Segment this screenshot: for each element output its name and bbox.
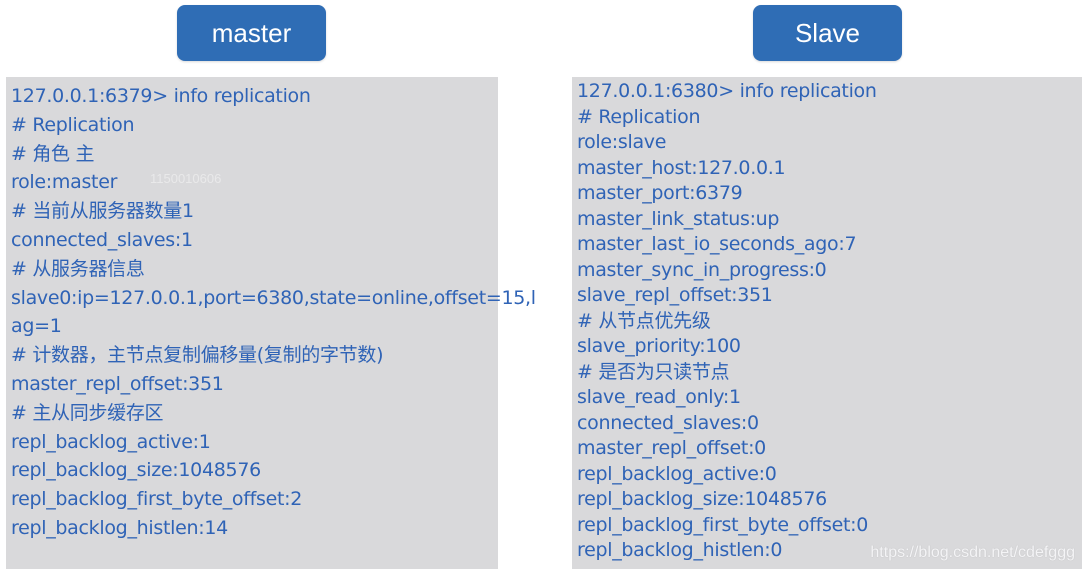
slave-line: # 是否为只读节点 — [577, 360, 730, 383]
slave-line: master_last_io_seconds_ago:7 — [577, 233, 857, 255]
master-line: repl_backlog_size:1048576 — [11, 459, 261, 482]
master-line: repl_backlog_first_byte_offset:2 — [11, 488, 303, 511]
slave-line: master_host:127.0.0.1 — [577, 156, 786, 179]
master-line: 127.0.0.1:6379> info replication — [11, 85, 311, 107]
slave-line: repl_backlog_size:1048576 — [577, 488, 827, 510]
slave-line: slave_read_only:1 — [577, 386, 741, 408]
master-line: # 计数器，主节点复制偏移量(复制的字节数) — [11, 344, 384, 367]
slave-line: 127.0.0.1:6380> info replication — [577, 80, 877, 102]
master-line: master_repl_offset:351 — [11, 372, 224, 395]
slave-line: master_sync_in_progress:0 — [577, 258, 827, 281]
csdn-watermark: https://blog.csdn.net/cdefggg — [870, 544, 1075, 561]
slave-line: master_repl_offset:0 — [577, 437, 766, 459]
slave-line: repl_backlog_histlen:0 — [577, 539, 783, 561]
master-line: connected_slaves:1 — [11, 228, 193, 251]
master-line: # 从服务器信息 — [11, 257, 145, 280]
master-line: slave0:ip=127.0.0.1,port=6380,state=onli… — [11, 286, 536, 309]
slave-line: # 从节点优先级 — [577, 309, 711, 332]
master-line: # Replication — [11, 113, 135, 136]
slave-line: # Replication — [577, 105, 701, 128]
master-terminal-panel: 127.0.0.1:6379> info replication # Repli… — [6, 77, 536, 569]
slave-line: connected_slaves:0 — [577, 411, 759, 434]
slave-tab: Slave — [753, 5, 902, 61]
master-line: # 角色 主 — [11, 142, 95, 165]
master-line: repl_backlog_histlen:14 — [11, 516, 228, 539]
master-tab: master — [177, 5, 326, 61]
master-line: # 当前从服务器数量1 — [11, 200, 194, 223]
slave-line: repl_backlog_first_byte_offset:0 — [577, 513, 869, 536]
slave-line: master_link_status:up — [577, 207, 780, 230]
master-line: role:master — [11, 171, 118, 194]
slave-line: repl_backlog_active:0 — [577, 462, 777, 485]
master-line: ag=1 — [11, 315, 62, 338]
slave-line: slave_repl_offset:351 — [577, 284, 773, 306]
master-line: # 主从同步缓存区 — [11, 401, 164, 424]
slave-line: role:slave — [577, 131, 667, 153]
master-line: repl_backlog_active:1 — [11, 430, 211, 453]
inner-watermark: 1150010606 — [150, 171, 222, 186]
slave-line: slave_priority:100 — [577, 335, 741, 357]
slave-line: master_port:6379 — [577, 182, 743, 204]
slave-terminal-panel: 127.0.0.1:6380> info replication # Repli… — [572, 77, 1082, 569]
